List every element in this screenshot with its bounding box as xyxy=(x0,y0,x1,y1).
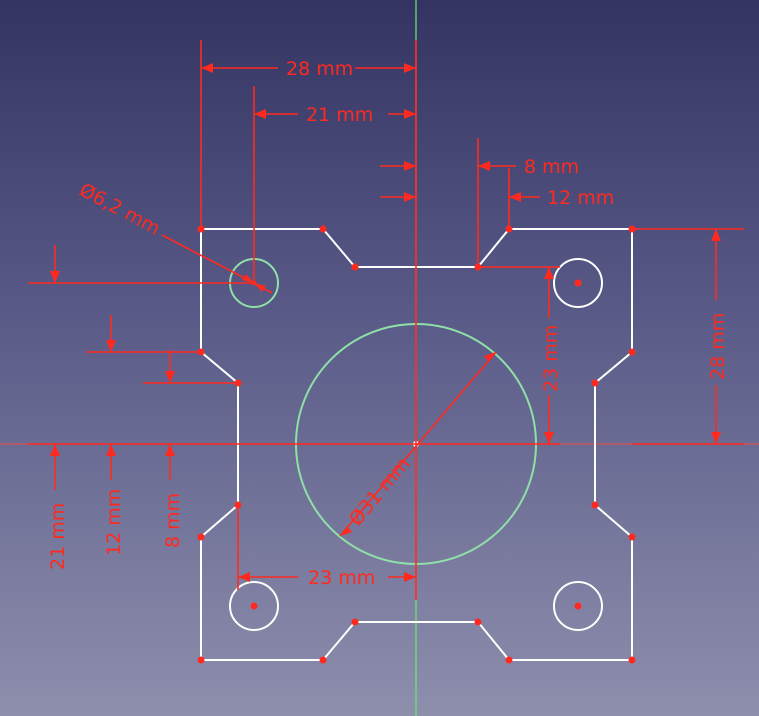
hole-center[interactable] xyxy=(574,602,582,610)
hole-center[interactable] xyxy=(574,279,582,287)
construction-geometry[interactable] xyxy=(229,258,537,565)
dim-label-23-right[interactable]: 23 mm xyxy=(540,325,562,392)
dim-label-dia-31[interactable]: Ø31 mm xyxy=(345,453,415,530)
vertex[interactable] xyxy=(319,225,327,233)
dim-label-28-right[interactable]: 28 mm xyxy=(707,313,729,380)
vertex[interactable] xyxy=(351,263,359,271)
dimension-labels: 28 mm 21 mm 8 mm 12 mm Ø6,2 mm 23 mm 28 … xyxy=(47,58,729,589)
vertex[interactable] xyxy=(591,501,599,509)
vertex[interactable] xyxy=(628,533,636,541)
vertex[interactable] xyxy=(628,656,636,664)
dim-label-8-left[interactable]: 8 mm xyxy=(162,493,184,548)
dim-label-dia-6-2[interactable]: Ø6,2 mm xyxy=(76,179,164,240)
vertex[interactable] xyxy=(319,656,327,664)
hole-top-right[interactable] xyxy=(553,258,603,308)
dim-label-12-left[interactable]: 12 mm xyxy=(103,489,125,556)
dim-label-12[interactable]: 12 mm xyxy=(547,187,614,209)
vertex[interactable] xyxy=(628,348,636,356)
vertex[interactable] xyxy=(197,533,205,541)
vertex[interactable] xyxy=(474,618,482,626)
vertex[interactable] xyxy=(351,618,359,626)
dim-label-28-top[interactable]: 28 mm xyxy=(286,58,353,80)
vertex-points[interactable] xyxy=(197,225,636,664)
dim-label-23-bottom[interactable]: 23 mm xyxy=(308,567,375,589)
hole-bottom-left[interactable] xyxy=(229,581,279,631)
vertex[interactable] xyxy=(591,379,599,387)
vertex[interactable] xyxy=(197,656,205,664)
dimension-arrows xyxy=(50,63,721,582)
dim-label-21-top[interactable]: 21 mm xyxy=(306,104,373,126)
dim-label-8[interactable]: 8 mm xyxy=(524,156,579,178)
dimension-lines xyxy=(28,40,744,600)
dim-label-21-left[interactable]: 21 mm xyxy=(47,503,69,570)
vertex[interactable] xyxy=(505,656,513,664)
hole-bottom-right[interactable] xyxy=(553,581,603,631)
hole-center[interactable] xyxy=(250,602,258,610)
